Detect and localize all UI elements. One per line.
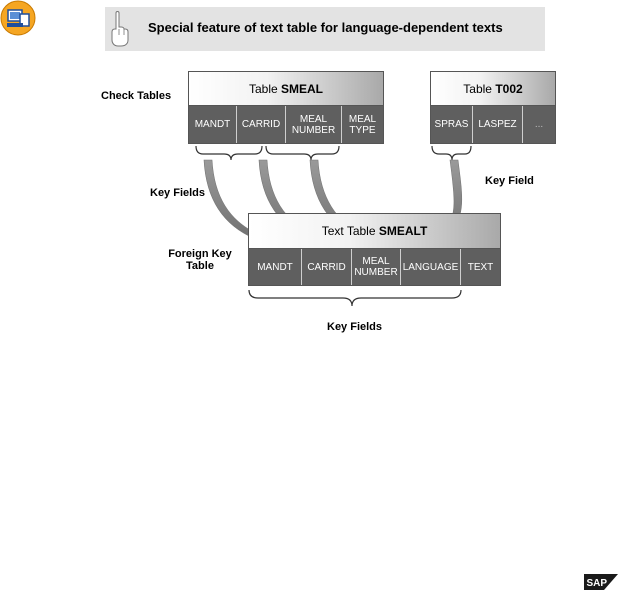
field-smeal-meal-number: MEAL NUMBER bbox=[286, 106, 342, 143]
table-t002-name: T002 bbox=[495, 81, 523, 96]
hand-pointing-icon bbox=[111, 11, 129, 47]
check-tables-label: Check Tables bbox=[101, 90, 172, 102]
brace-smeal-right bbox=[265, 145, 340, 161]
field-smealt-meal-number: MEAL NUMBER bbox=[352, 249, 401, 285]
field-smeal-carrid: CARRID bbox=[237, 106, 286, 143]
field-t002-laspez: LASPEZ bbox=[473, 106, 523, 143]
table-smeal-fields: MANDT CARRID MEAL NUMBER MEAL TYPE bbox=[188, 106, 384, 144]
banner-title: Special feature of text table for langua… bbox=[148, 20, 503, 35]
banner bbox=[105, 7, 545, 51]
table-smealt-fields: MANDT CARRID MEAL NUMBER LANGUAGE TEXT bbox=[248, 249, 501, 286]
table-smeal-prefix: Table bbox=[248, 81, 282, 96]
table-smeal-header: Table SMEAL bbox=[188, 71, 384, 106]
foreign-key-table-label: Foreign Key Table bbox=[160, 248, 240, 272]
key-fields-bottom-label: Key Fields bbox=[327, 321, 383, 333]
key-fields-left-label: Key Fields bbox=[150, 187, 206, 199]
table-smeal-name: SMEAL bbox=[281, 81, 324, 96]
field-smeal-meal-type: MEAL TYPE bbox=[342, 106, 383, 143]
field-smeal-mandt: MANDT bbox=[189, 106, 237, 143]
brace-t002 bbox=[431, 145, 472, 161]
table-smealt-prefix: Text Table bbox=[321, 224, 379, 238]
key-field-right-label: Key Field bbox=[485, 175, 534, 187]
sap-logo-text: SAP bbox=[587, 578, 608, 589]
table-smealt-name: SMEALT bbox=[378, 224, 428, 238]
brace-smealt bbox=[248, 289, 462, 307]
course-icon bbox=[0, 0, 36, 36]
foreign-key-label-line2: Table bbox=[186, 260, 214, 272]
field-t002-spras: SPRAS bbox=[431, 106, 473, 143]
brace-smeal-left bbox=[195, 145, 263, 161]
table-smealt-header: Text Table SMEALT bbox=[248, 213, 501, 249]
table-t002-fields: SPRAS LASPEZ ... bbox=[430, 106, 556, 144]
table-t002-header: Table T002 bbox=[430, 71, 556, 106]
table-t002-prefix: Table bbox=[463, 81, 496, 96]
sap-logo: SAP bbox=[584, 574, 618, 590]
foreign-key-label-line1: Foreign Key bbox=[168, 248, 232, 260]
field-smealt-language: LANGUAGE bbox=[401, 249, 461, 285]
field-smealt-carrid: CARRID bbox=[302, 249, 352, 285]
field-smealt-text: TEXT bbox=[461, 249, 500, 285]
field-smealt-mandt: MANDT bbox=[249, 249, 302, 285]
field-t002-more: ... bbox=[523, 106, 555, 143]
